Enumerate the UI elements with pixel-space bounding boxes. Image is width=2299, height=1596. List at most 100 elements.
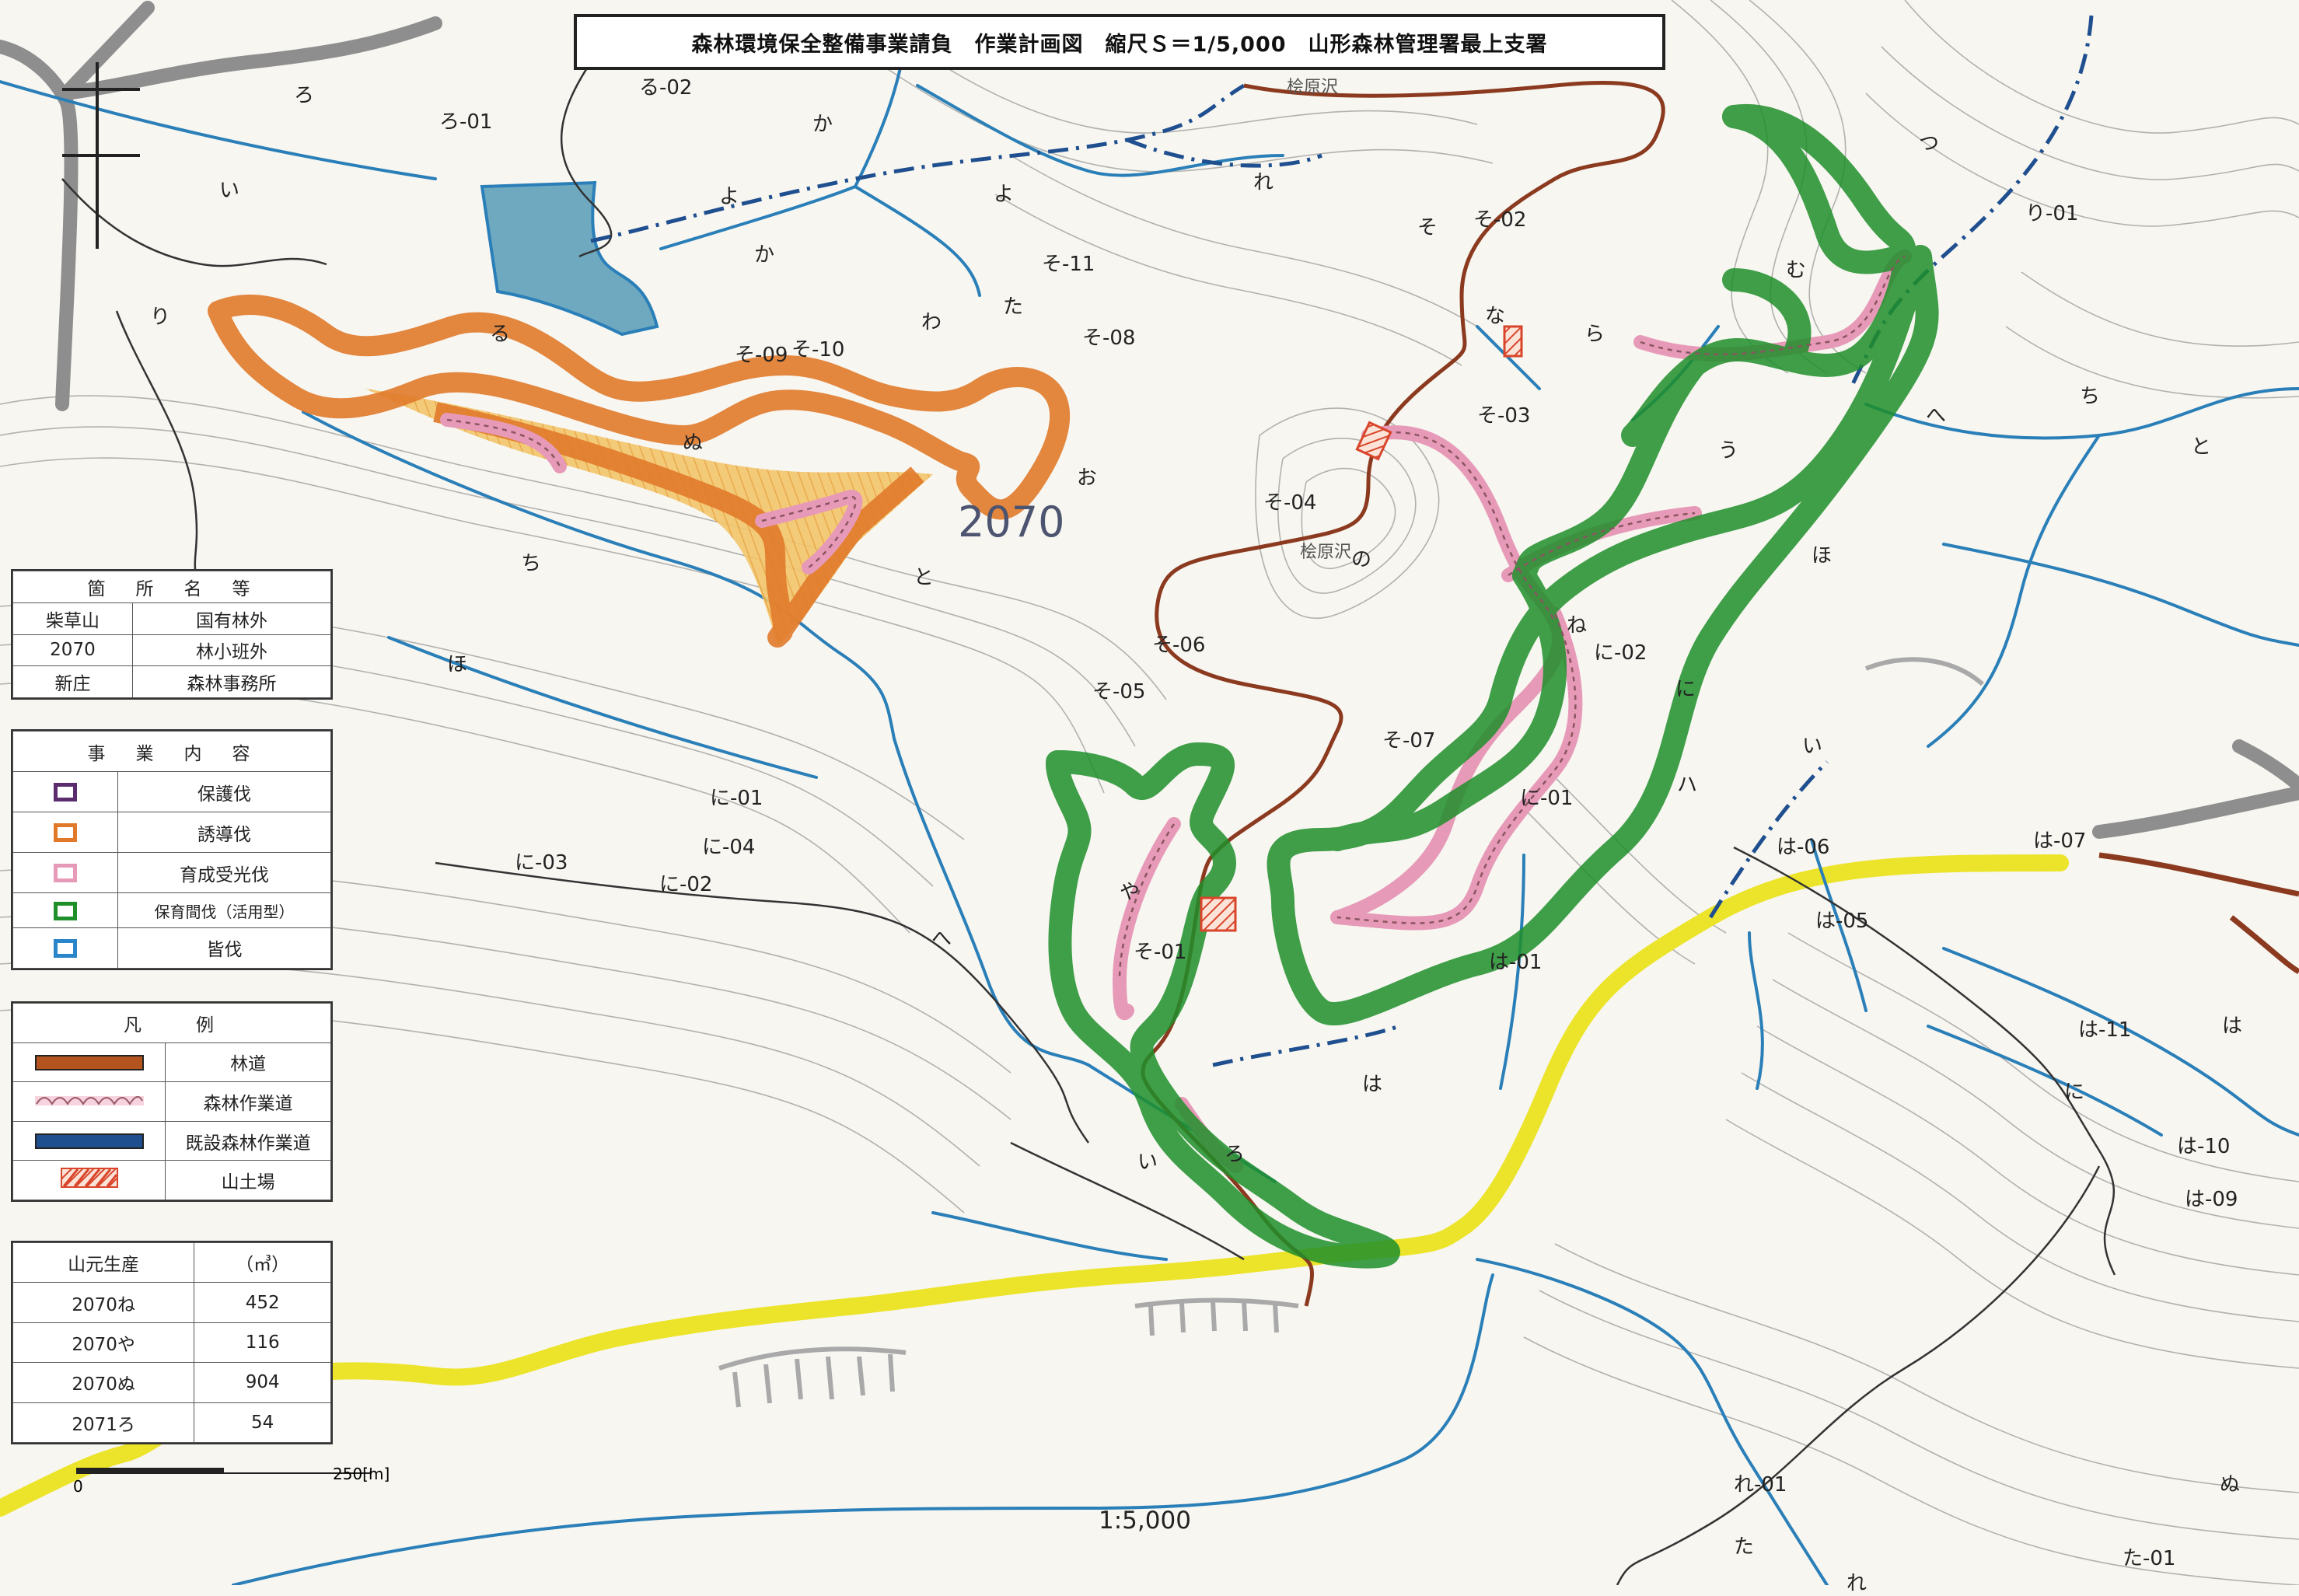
thinning-areas [1046, 103, 1939, 1269]
paved-roads [0, 1, 2299, 839]
stand-label: に-01 [710, 787, 763, 810]
work-table-header: 事 業 内 容 [12, 730, 331, 773]
stand-label: り [150, 306, 171, 329]
stand-label: は [2222, 1015, 2243, 1038]
stand-label: ろ-01 [439, 110, 493, 134]
stand-label: れ [1847, 1572, 1868, 1595]
stand-label: は-05 [1815, 910, 1869, 933]
stand-label: よ [994, 183, 1015, 206]
compartment-number: 2070 [958, 498, 1065, 547]
stand-label: そ-01 [1134, 941, 1187, 964]
stand-label: に [1675, 678, 1696, 701]
stand-label: る-02 [639, 76, 693, 100]
stand-label: そ-10 [791, 338, 845, 361]
production-cell: 904 [194, 1362, 331, 1403]
stand-label: は-07 [2033, 829, 2087, 853]
stand-label: と [2191, 435, 2212, 459]
stand-label: に-04 [702, 836, 756, 859]
scale-bar-fill [76, 1468, 224, 1472]
forest-road-stub [2229, 915, 2299, 975]
stand-label: り-01 [2025, 202, 2079, 225]
stand-label: う [1718, 439, 1739, 463]
stand-label: た [1003, 295, 1024, 319]
production-cell: 54 [194, 1402, 331, 1444]
production-unit: （㎥） [194, 1242, 331, 1283]
stand-label: そ-06 [1152, 634, 1206, 657]
production-cell: 2070ぬ [12, 1362, 195, 1403]
legend-label: 森林作業道 [165, 1081, 331, 1122]
stand-label: る [490, 323, 511, 346]
work-label: 育成受光伐 [117, 852, 332, 894]
production-cell: 2070や [12, 1322, 195, 1364]
stand-label: た-01 [2123, 1547, 2176, 1570]
stand-label: む [1786, 259, 1807, 282]
stand-label: は-10 [2177, 1135, 2231, 1158]
production-cell: 452 [194, 1282, 331, 1323]
scale-ratio: 1:5,000 [1099, 1507, 1191, 1535]
production-cell: 2070ね [12, 1282, 195, 1323]
stand-label: は-11 [2078, 1018, 2132, 1042]
location-cell: 国有林外 [131, 602, 332, 635]
stand-label: ろ [294, 84, 315, 107]
work-label: 保護伐 [117, 771, 332, 813]
stand-label: へ [931, 927, 952, 951]
stand-label: に [2064, 1081, 2085, 1104]
stand-label: ほ [447, 653, 468, 676]
location-table: 箇 所 名 等 柴草山 国有林外 2070 林小班外 新庄 森林事務所 [11, 569, 333, 700]
clear-cut-swatch-icon [53, 938, 77, 958]
stand-label: そ-07 [1382, 729, 1436, 753]
stand-label: わ [921, 311, 942, 334]
production-cell: 116 [194, 1322, 331, 1364]
stand-label: い [1802, 735, 1823, 758]
stream-name-label: 桧原沢 [1287, 78, 1339, 97]
compartment-boundary [61, 61, 2116, 1585]
forest-road [1141, 81, 1665, 1307]
stand-label: へ [1926, 404, 1947, 428]
legend-table: 凡 例 林道 森林作業道 既設森林作業道 [11, 1001, 333, 1202]
legend-table-header: 凡 例 [12, 1003, 331, 1043]
stand-label: い [1137, 1151, 1158, 1174]
work-label: 皆伐 [117, 927, 332, 969]
stand-label: は-09 [2185, 1188, 2238, 1211]
legend-label: 山土場 [165, 1160, 331, 1200]
stand-label: た [1734, 1535, 1755, 1559]
location-cell: 新庄 [12, 665, 133, 698]
stand-label: お [1077, 466, 1098, 490]
work-label: 誘導伐 [117, 812, 332, 854]
production-table: 山元生産 （㎥） 2070ね 452 2070や 116 2070ぬ 904 2… [11, 1241, 333, 1444]
scale-end-label: 250[m] [333, 1465, 390, 1483]
stand-label: そ-09 [735, 344, 788, 367]
scale-bar: 0 250[m] [73, 1465, 390, 1496]
stand-label: に-02 [659, 873, 713, 896]
stand-label: ち [521, 552, 542, 575]
stand-label: れ [1253, 171, 1274, 194]
stand-label: な [1485, 305, 1506, 328]
stand-label: ろ [1225, 1143, 1246, 1166]
induction-cut-outline [208, 295, 1071, 520]
stand-label: の [1351, 548, 1372, 571]
stand-label: つ [1919, 132, 1940, 155]
stand-label: に-02 [1594, 641, 1647, 665]
location-cell: 柴草山 [12, 602, 133, 635]
north-arrow-icon [62, 62, 140, 249]
map-title: 森林環境保全整備事業請負 作業計画図 縮尺Ｓ＝1/5,000 山形森林管理署最上… [574, 14, 1665, 70]
stream-name-label: 桧原沢 [1300, 543, 1352, 562]
stand-label: ら [1584, 323, 1605, 346]
work-road-line-icon [34, 1095, 144, 1105]
location-cell: 林小班外 [131, 634, 332, 667]
production-cell: 2071ろ [12, 1402, 195, 1444]
stand-label: ハ [1677, 774, 1698, 797]
stand-label: い [219, 179, 240, 202]
forest-road-line-icon [34, 1054, 144, 1070]
stand-label: や [1120, 881, 1141, 904]
legend-label: 既設森林作業道 [165, 1120, 331, 1161]
location-cell: 森林事務所 [131, 665, 332, 698]
stand-label: ほ [1812, 544, 1833, 568]
induction-cut-fill [365, 389, 933, 645]
work-road-scallops [446, 255, 1906, 980]
legend-label: 林道 [165, 1042, 331, 1083]
induction-cut-inner [433, 402, 924, 648]
work-content-table: 事 業 内 容 保護伐 誘導伐 育成受光伐 保育間伐（活用型） 皆伐 [11, 729, 333, 970]
thinning-swatch-icon [53, 901, 77, 920]
